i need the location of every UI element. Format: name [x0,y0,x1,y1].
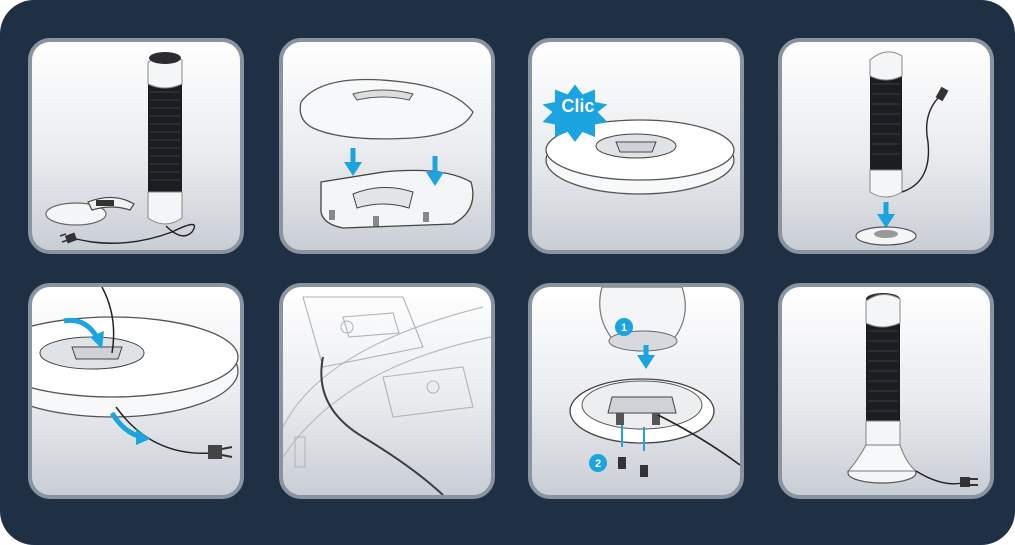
marker-2: 2 [595,458,601,470]
step-5-panel [28,283,244,499]
step-7-panel: 1 2 [528,283,744,499]
step-6-panel [279,283,495,499]
base-halves-assembly-icon [283,42,491,250]
step-8-panel [778,283,994,499]
step-3-panel: Clic [528,38,744,254]
clic-badge-text: Clic [561,96,594,116]
step-4-panel [778,38,994,254]
step-2-panel [279,38,495,254]
assembled-tower-fan-icon [782,287,990,495]
marker-1: 1 [621,322,627,334]
fan-onto-base-icon [782,42,990,250]
tower-fan-and-base-parts-icon [32,42,240,250]
cord-routing-icon [32,287,240,495]
screw-fastening-icon: 1 2 [532,287,740,495]
step-1-panel [28,38,244,254]
base-click-icon: Clic [532,42,740,250]
base-underside-cord-icon [283,287,491,495]
